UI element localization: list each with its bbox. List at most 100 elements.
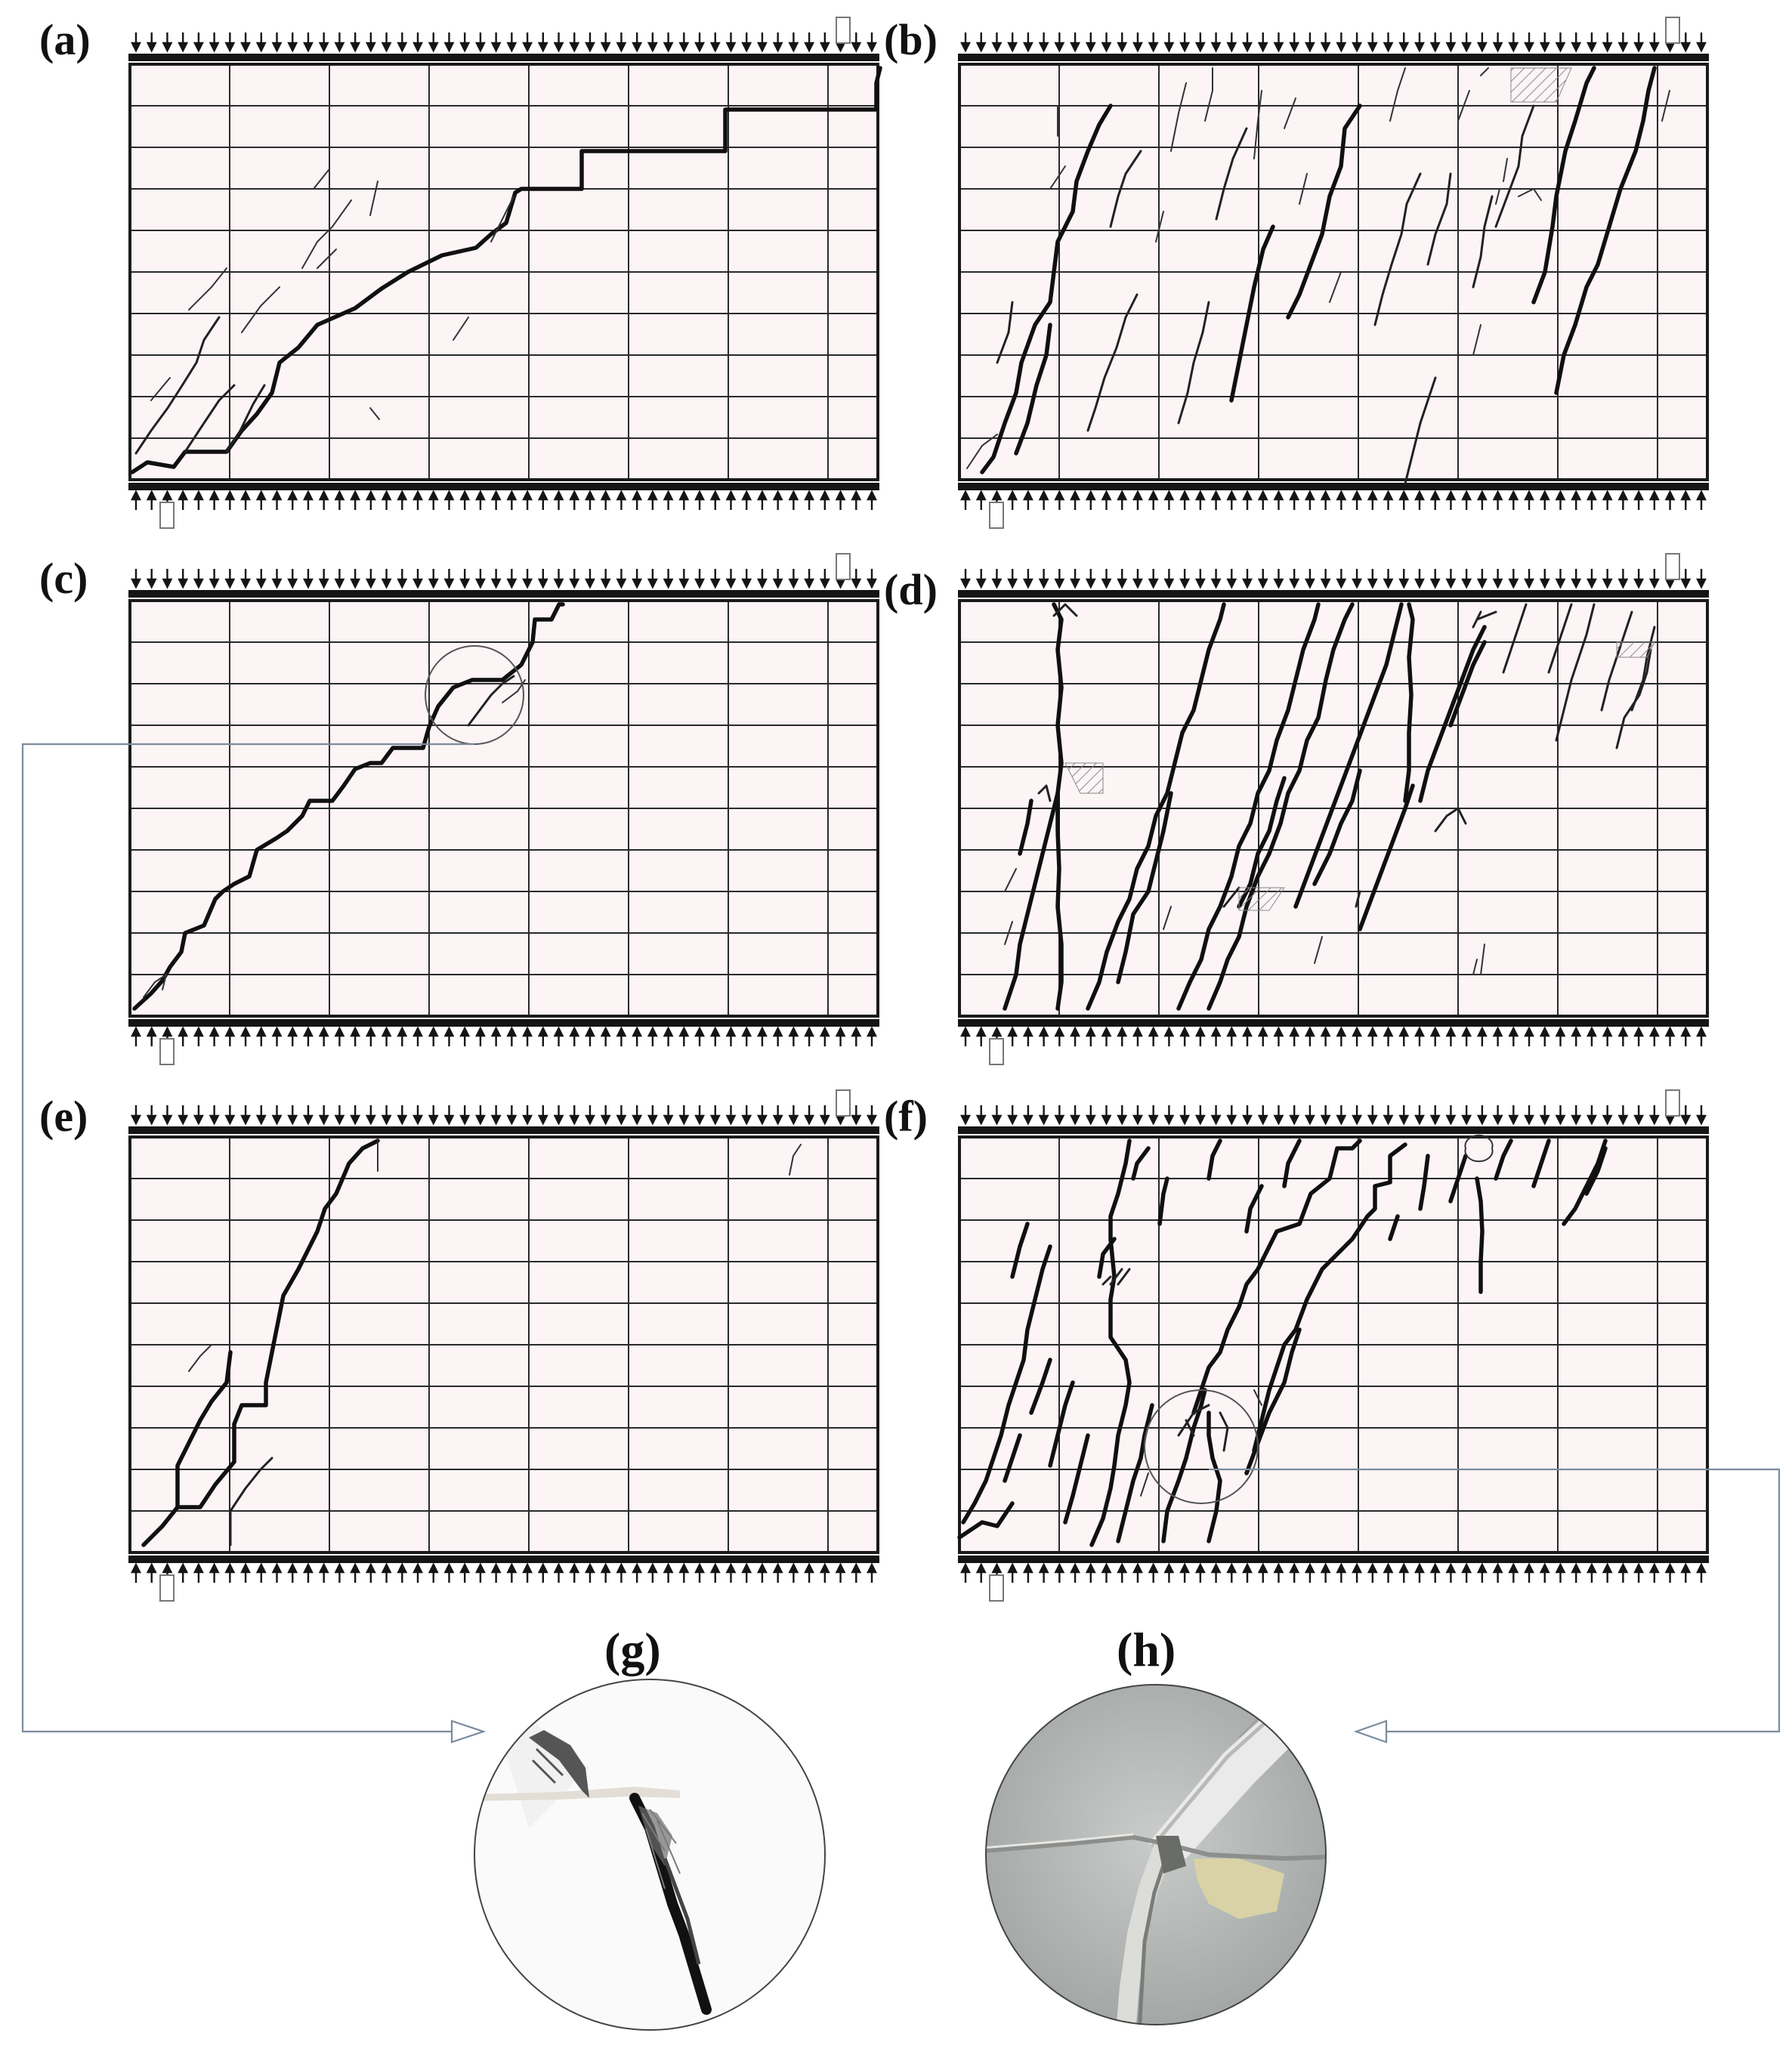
load-arrow-up bbox=[725, 1026, 737, 1046]
load-arrow-down bbox=[819, 1105, 830, 1126]
load-arrow-down bbox=[1524, 1105, 1534, 1126]
load-arrow-down bbox=[788, 569, 799, 589]
load-arrow-down bbox=[1132, 1105, 1143, 1126]
load-arrow-down bbox=[1289, 569, 1300, 589]
load-arrow-down bbox=[1242, 1105, 1253, 1126]
load-arrow-up bbox=[663, 490, 674, 510]
load-arrow-up bbox=[600, 1562, 611, 1583]
load-arrow-down bbox=[1101, 1105, 1112, 1126]
load-arrow-up bbox=[1586, 1562, 1597, 1583]
panel-label-b: (b) bbox=[884, 15, 938, 64]
load-arrow-down bbox=[1054, 1105, 1065, 1126]
load-arrow-up bbox=[240, 490, 252, 510]
load-arrow-up bbox=[1352, 1026, 1363, 1046]
load-arrow-up bbox=[1320, 490, 1331, 510]
load-arrow-down bbox=[1696, 32, 1707, 53]
load-arrow-down bbox=[537, 569, 548, 589]
load-arrow-up bbox=[851, 490, 862, 510]
load-arrow-up bbox=[585, 1562, 595, 1583]
load-arrow-down bbox=[1586, 32, 1597, 53]
load-arrow-down bbox=[240, 1105, 252, 1126]
load-arrow-down bbox=[1194, 569, 1206, 589]
load-arrow-down bbox=[1242, 32, 1253, 53]
load-arrow-down bbox=[443, 569, 455, 589]
leader-line-f-to-h bbox=[1209, 1468, 1781, 1733]
load-arrow-down bbox=[632, 569, 643, 589]
load-arrow-down bbox=[632, 1105, 643, 1126]
load-arrow-down bbox=[709, 569, 721, 589]
load-arrow-up bbox=[1194, 490, 1206, 510]
load-arrow-up bbox=[240, 1026, 252, 1046]
load-arrow-up bbox=[1398, 1562, 1410, 1583]
load-arrow-down bbox=[1304, 32, 1315, 53]
load-arrow-down bbox=[459, 569, 471, 589]
load-arrow-down bbox=[1210, 32, 1222, 53]
load-arrow-up bbox=[1210, 490, 1222, 510]
load-arrow-down bbox=[1602, 1105, 1613, 1126]
load-arrow-down bbox=[678, 1105, 690, 1126]
load-arrow-down bbox=[303, 569, 314, 589]
load-arrow-up bbox=[443, 1026, 455, 1046]
load-arrow-up bbox=[1429, 1026, 1441, 1046]
cracks-panel-e bbox=[141, 1138, 802, 1547]
load-arrow-up bbox=[788, 1562, 799, 1583]
load-arrow-down bbox=[1696, 569, 1707, 589]
top-support-plate bbox=[1665, 553, 1680, 580]
load-arrow-down bbox=[1148, 569, 1159, 589]
load-arrow-up bbox=[1210, 1026, 1222, 1046]
panel-label-e: (e) bbox=[39, 1092, 88, 1141]
top-support-plate bbox=[836, 553, 851, 580]
load-arrow-down bbox=[867, 569, 877, 589]
load-arrow-up bbox=[506, 1026, 518, 1046]
load-arrow-down bbox=[1132, 32, 1143, 53]
load-arrow-down bbox=[1539, 32, 1550, 53]
load-arrow-down bbox=[1398, 1105, 1410, 1126]
load-arrow-up bbox=[1179, 490, 1191, 510]
load-arrow-down bbox=[1680, 1105, 1692, 1126]
load-arrow-up bbox=[709, 1026, 721, 1046]
load-arrow-up bbox=[1508, 490, 1519, 510]
bottom-loading-beam bbox=[128, 1019, 879, 1027]
load-arrow-up bbox=[1226, 490, 1237, 510]
load-arrow-up bbox=[1022, 1026, 1033, 1046]
load-arrow-up bbox=[1085, 1562, 1096, 1583]
cracks-panel-f bbox=[957, 1134, 1608, 1547]
load-arrow-down bbox=[459, 32, 471, 53]
load-arrow-down bbox=[271, 569, 283, 589]
load-arrow-up bbox=[1429, 490, 1441, 510]
load-arrow-up bbox=[146, 490, 157, 510]
load-arrow-down bbox=[1617, 1105, 1629, 1126]
load-arrow-up bbox=[1336, 490, 1347, 510]
load-arrow-down bbox=[1304, 569, 1315, 589]
load-arrow-up bbox=[365, 1026, 376, 1046]
load-arrow-up bbox=[741, 1026, 752, 1046]
load-arrow-up bbox=[490, 490, 502, 510]
load-arrow-down bbox=[255, 569, 267, 589]
load-arrow-down bbox=[788, 32, 799, 53]
load-arrow-down bbox=[412, 32, 423, 53]
load-arrow-up bbox=[1320, 1562, 1331, 1583]
load-arrow-down bbox=[1398, 569, 1410, 589]
cracks-panel-a bbox=[130, 66, 882, 474]
load-arrow-down bbox=[162, 1105, 173, 1126]
load-arrow-down bbox=[1633, 1105, 1645, 1126]
load-arrow-down bbox=[804, 569, 815, 589]
load-arrow-down bbox=[209, 1105, 220, 1126]
load-arrow-down bbox=[725, 569, 737, 589]
load-arrow-down bbox=[569, 569, 580, 589]
arrowhead-g bbox=[450, 1719, 487, 1744]
load-arrow-up bbox=[1336, 1026, 1347, 1046]
photo-h-frame bbox=[985, 1684, 1327, 2025]
load-arrow-up bbox=[474, 490, 486, 510]
load-arrow-up bbox=[412, 1562, 423, 1583]
load-arrow-down bbox=[209, 569, 220, 589]
load-arrow-down bbox=[287, 1105, 298, 1126]
load-arrow-down bbox=[772, 569, 783, 589]
load-arrow-up bbox=[819, 1026, 830, 1046]
load-arrow-down bbox=[756, 32, 768, 53]
load-arrow-up bbox=[1163, 1562, 1175, 1583]
bottom-support-plate bbox=[159, 1574, 175, 1602]
load-arrow-up bbox=[569, 1562, 580, 1583]
load-arrow-down bbox=[1429, 569, 1441, 589]
